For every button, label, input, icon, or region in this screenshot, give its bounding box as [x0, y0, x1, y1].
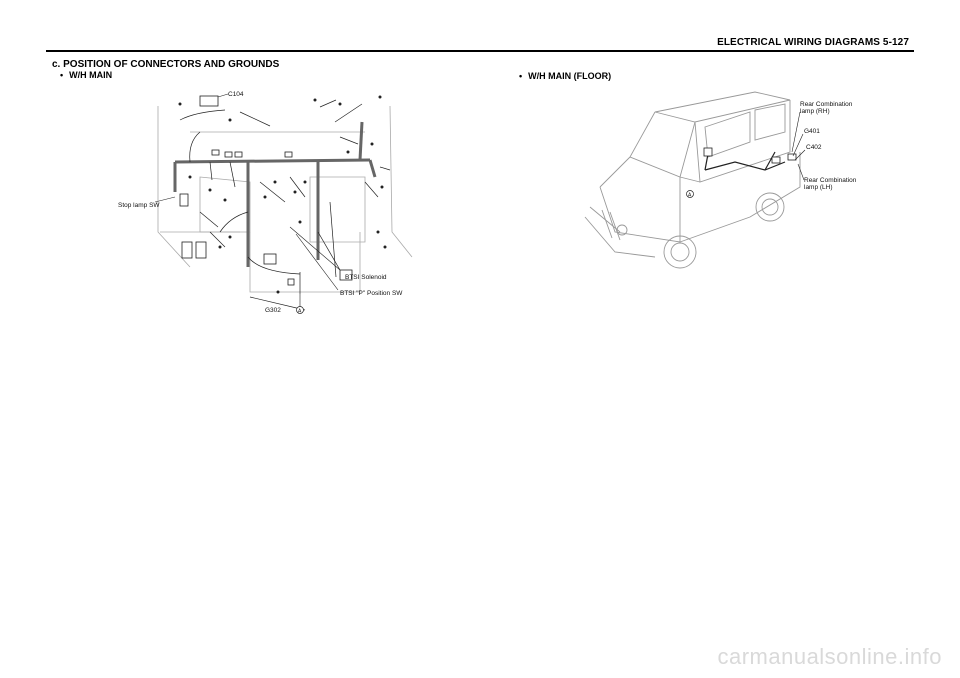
main-harness	[173, 121, 377, 267]
label-btsi-p-position-sw: BTSI "P" Position SW	[340, 290, 403, 297]
page-header-title: ELECTRICAL WIRING DIAGRAMS 5-127	[717, 37, 909, 48]
floor-outline	[157, 105, 413, 293]
floor-connectors	[703, 147, 797, 164]
left-subtitle: • W/H MAIN	[60, 70, 112, 80]
watermark: carmanualsonline.info	[717, 644, 942, 669]
label-g302: G302	[265, 307, 281, 314]
bullet-icon: •	[519, 71, 523, 81]
label-btsi-solenoid: BTSI Solenoid	[345, 274, 387, 281]
label-stop-lamp-sw: Stop lamp SW	[118, 202, 160, 209]
wh-main-floor-diagram: Rear Combination lamp (RH) G401 C402 Rea…	[584, 91, 857, 269]
label-rear-comb-lh-line1: Rear Combination	[804, 177, 857, 184]
bullet-icon: •	[60, 70, 64, 80]
label-c402: C402	[806, 144, 822, 151]
right-subtitle: • W/H MAIN (FLOOR)	[519, 71, 611, 81]
terminal-dots	[178, 95, 387, 294]
label-c104: C104	[228, 91, 244, 98]
leader-lines	[154, 93, 341, 308]
marker-a-label: A	[298, 308, 302, 314]
section-title: c. POSITION OF CONNECTORS AND GROUNDS	[52, 59, 280, 70]
marker-a-circle	[686, 190, 694, 198]
branch-wires	[179, 99, 391, 311]
header-rule	[46, 50, 914, 52]
label-rear-comb-rh-line2: lamp (RH)	[800, 108, 830, 115]
marker-a-label: A	[688, 192, 692, 198]
left-subtitle-text: W/H MAIN	[69, 70, 113, 80]
floor-leader-lines	[791, 111, 806, 181]
right-subtitle-text: W/H MAIN (FLOOR)	[528, 71, 612, 81]
label-rear-comb-rh-line1: Rear Combination	[800, 101, 853, 108]
connector-symbols	[179, 95, 353, 286]
label-g401: G401	[804, 128, 820, 135]
marker-a-circle	[296, 306, 304, 314]
wh-main-diagram: C104 Stop lamp SW BTSI Solenoid BTSI "P"…	[118, 91, 413, 314]
floor-harness	[704, 151, 786, 171]
label-rear-comb-lh-line2: lamp (LH)	[804, 184, 833, 191]
vehicle-outline	[584, 91, 801, 269]
